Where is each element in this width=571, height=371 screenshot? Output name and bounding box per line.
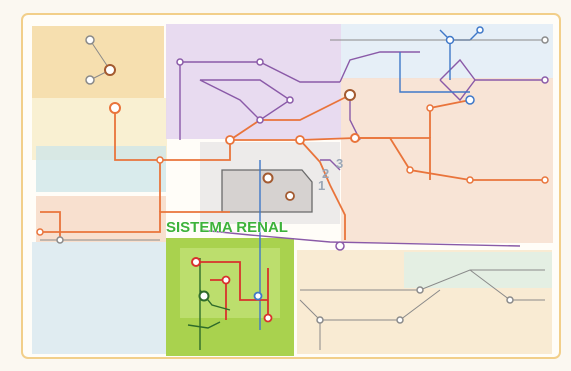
region-peach [341, 78, 553, 243]
blue-line-4 [399, 52, 470, 93]
node [286, 96, 294, 104]
node [350, 133, 360, 143]
red-line-1 [196, 261, 268, 301]
orange-line-4 [229, 94, 351, 141]
region-number-3: 3 [336, 156, 343, 171]
nephron-box [221, 169, 313, 213]
node [445, 35, 455, 45]
purple-line-8 [199, 229, 521, 247]
region-number-1: 1 [318, 178, 325, 193]
region-number-2: 2 [322, 166, 329, 181]
node [506, 296, 514, 304]
purple-line-3 [199, 79, 292, 121]
orange-line-1 [40, 211, 230, 233]
node [176, 58, 184, 66]
map-title: SISTEMA RENAL [166, 219, 288, 236]
node [253, 291, 263, 301]
node [285, 191, 295, 201]
node [263, 313, 273, 323]
node [541, 76, 549, 84]
orange-line-7 [40, 211, 61, 240]
region-lightblue-top [341, 24, 553, 79]
node [109, 102, 121, 114]
node [396, 316, 404, 324]
node [225, 135, 235, 145]
node [221, 275, 231, 285]
node [256, 58, 264, 66]
node [56, 236, 64, 244]
region-salmon [36, 196, 166, 242]
node [85, 35, 95, 45]
node [295, 135, 305, 145]
node [256, 116, 264, 124]
node [316, 316, 324, 324]
purple-line-9 [320, 159, 341, 171]
region-amber [32, 26, 164, 98]
node [191, 257, 201, 267]
orange-line-2 [114, 108, 161, 212]
node [104, 64, 116, 76]
pathway-nodes [36, 26, 549, 324]
orange-line-5 [299, 139, 346, 240]
node [426, 104, 434, 112]
node [465, 95, 475, 105]
node [85, 75, 95, 85]
node [335, 241, 345, 251]
node [344, 89, 356, 101]
node [476, 26, 484, 34]
green-line-3 [187, 321, 221, 329]
node [541, 36, 549, 44]
node [406, 166, 414, 174]
node [156, 156, 164, 164]
node [466, 176, 474, 184]
grey-line-3 [300, 269, 545, 291]
node [36, 228, 44, 236]
node [541, 176, 549, 184]
node [416, 286, 424, 294]
grey-line-4 [299, 289, 441, 321]
orange-pathways [40, 94, 545, 240]
node [262, 172, 274, 184]
region-teal [36, 146, 166, 192]
node [198, 290, 210, 302]
purple-line-2 [180, 61, 340, 83]
region-blue-bottom [32, 242, 166, 354]
